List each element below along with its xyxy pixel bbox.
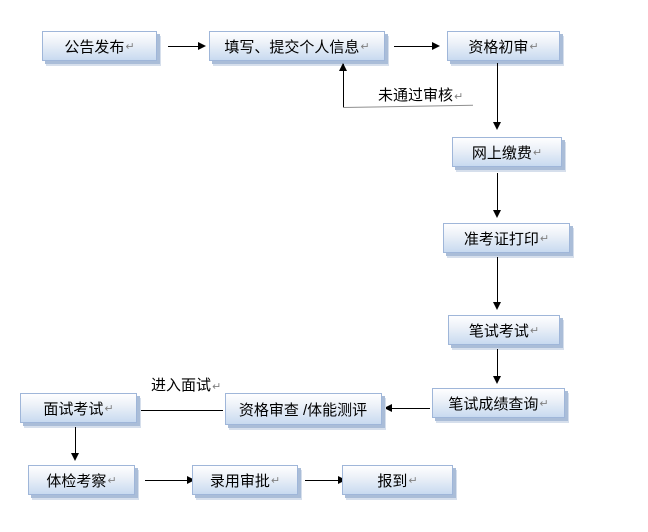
flow-node-online-payment: 网上缴费↵ bbox=[452, 137, 562, 167]
paragraph-mark-icon: ↵ bbox=[454, 91, 464, 103]
flow-node-written-score-inquiry: 笔试成绩查询↵ bbox=[432, 388, 565, 418]
arrow-recheck-to-interview bbox=[133, 406, 223, 414]
arrow-approval-to-report bbox=[305, 476, 346, 484]
arrow-payment-to-ticket-print bbox=[493, 173, 501, 218]
arrow-fill-to-initial-review bbox=[394, 42, 440, 50]
paragraph-mark-icon: ↵ bbox=[529, 40, 539, 53]
fail-review-connector-line bbox=[342, 104, 473, 108]
flow-node-qualification-recheck-physical-test: 资格审查 /体能测评 bbox=[225, 393, 382, 425]
flow-node-interview-exam: 面试考试↵ bbox=[20, 393, 137, 423]
paragraph-mark-icon: ↵ bbox=[539, 232, 550, 245]
edge-label-fail-review: 未通过审核↵ bbox=[378, 84, 463, 105]
arrow-announcement-to-fill bbox=[168, 42, 206, 50]
paragraph-mark-icon: ↵ bbox=[360, 40, 370, 53]
node-label: 报到 bbox=[377, 472, 408, 490]
edge-label-text: 未通过审核 bbox=[378, 87, 454, 104]
paragraph-mark-icon: ↵ bbox=[539, 397, 549, 410]
paragraph-mark-icon: ↵ bbox=[125, 40, 135, 53]
paragraph-mark-icon: ↵ bbox=[104, 402, 114, 415]
flow-node-report-for-duty: 报到↵ bbox=[342, 465, 453, 495]
node-label: 笔试考试 bbox=[468, 322, 529, 340]
paragraph-mark-icon: ↵ bbox=[107, 474, 117, 487]
arrow-fail-back-to-fill bbox=[339, 63, 347, 108]
flow-node-fill-submit-info: 填写、提交个人信息↵ bbox=[209, 31, 385, 61]
paragraph-mark-icon: ↵ bbox=[408, 474, 418, 487]
node-label: 体检考察 bbox=[46, 472, 107, 490]
arrow-interview-to-medical bbox=[71, 427, 79, 461]
flow-node-employment-approval: 录用审批↵ bbox=[192, 465, 298, 495]
node-label: 资格初审 bbox=[468, 38, 529, 56]
flow-node-announcement: 公告发布↵ bbox=[42, 31, 157, 61]
flow-node-medical-inspection: 体检考察↵ bbox=[28, 465, 135, 495]
arrow-score-inquiry-to-recheck bbox=[384, 404, 430, 412]
node-label: 网上缴费 bbox=[471, 144, 532, 162]
arrow-ticket-print-to-written-exam bbox=[493, 257, 501, 310]
flow-node-qualification-initial-review: 资格初审↵ bbox=[447, 31, 560, 61]
node-label: 录用审批 bbox=[209, 472, 270, 490]
node-label: 准考证打印 bbox=[463, 230, 539, 248]
node-label: 填写、提交个人信息 bbox=[224, 38, 360, 56]
paragraph-mark-icon: ↵ bbox=[212, 381, 222, 393]
node-label: 资格审查 /体能测评 bbox=[238, 401, 368, 419]
paragraph-mark-icon: ↵ bbox=[529, 324, 540, 337]
edge-label-text: 进入面试 bbox=[151, 377, 212, 394]
flow-node-admission-ticket-print: 准考证打印↵ bbox=[443, 223, 570, 253]
arrow-medical-to-approval bbox=[145, 476, 195, 484]
node-label: 面试考试 bbox=[43, 400, 104, 418]
paragraph-mark-icon: ↵ bbox=[532, 146, 543, 159]
arrow-written-exam-to-score-inquiry bbox=[493, 349, 501, 384]
node-label: 公告发布 bbox=[64, 38, 125, 56]
edge-label-enter-interview: 进入面试↵ bbox=[151, 374, 221, 395]
node-label: 笔试成绩查询 bbox=[448, 395, 539, 413]
paragraph-mark-icon: ↵ bbox=[270, 474, 281, 487]
arrow-initial-review-to-payment bbox=[493, 63, 501, 130]
flow-node-written-exam: 笔试考试↵ bbox=[448, 315, 560, 345]
